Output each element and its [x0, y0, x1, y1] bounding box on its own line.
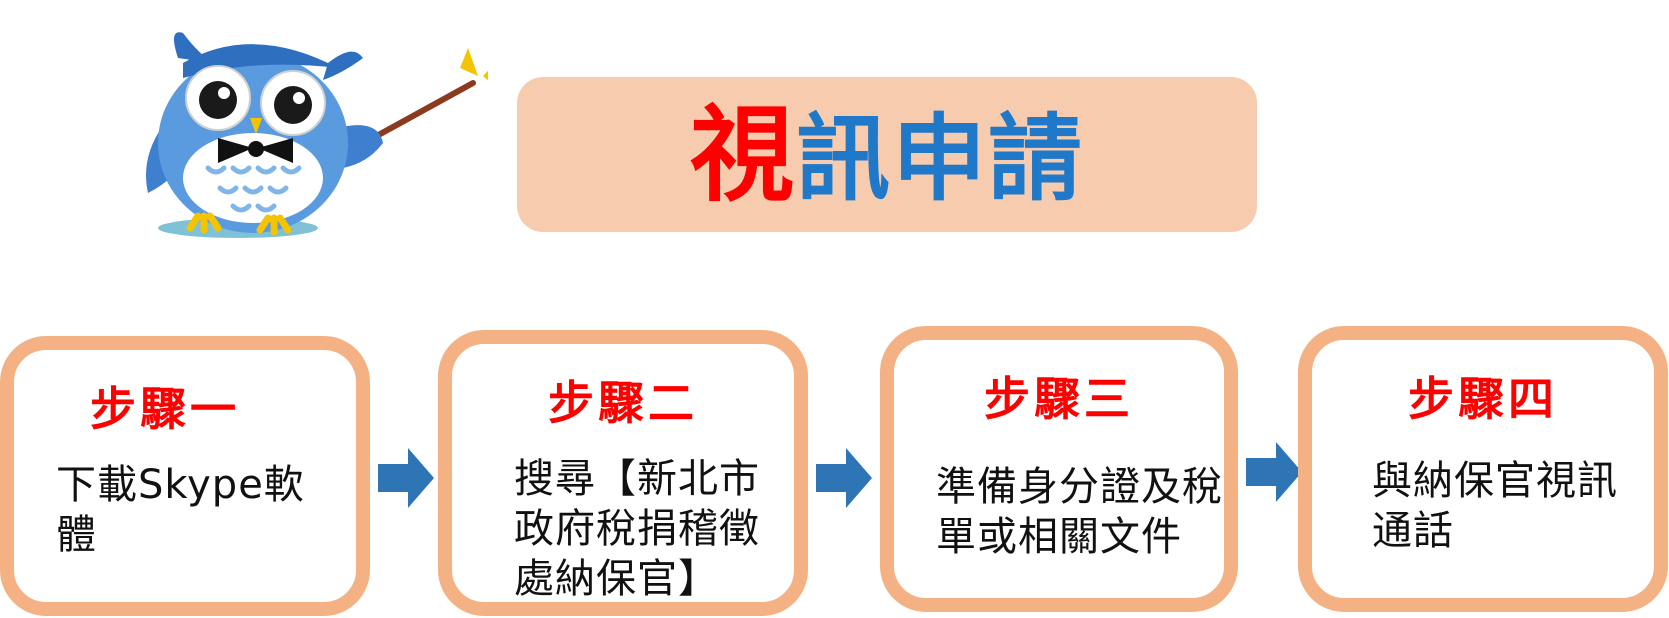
- owl-mascot-icon: [146, 32, 488, 238]
- step-description: 搜尋【新北市 政府稅捐稽徵 處納保官】: [514, 454, 760, 604]
- step-box-3: 步驟三 準備身分證及稅 單或相關文件: [880, 326, 1238, 612]
- step-title: 步驟一: [90, 382, 240, 436]
- step-description: 準備身分證及稅 單或相關文件: [936, 462, 1223, 562]
- title-accent-char: 視: [689, 93, 796, 216]
- step-title: 步驟四: [1408, 372, 1558, 426]
- arrow-right-icon: [378, 448, 434, 508]
- step-description: 下載Skype軟 體: [56, 460, 305, 560]
- step-box-1: 步驟一 下載Skype軟 體: [0, 336, 370, 616]
- step-line: 準備身分證及稅: [936, 464, 1223, 510]
- step-line: 搜尋【新北市: [514, 456, 760, 502]
- step-title: 步驟二: [548, 376, 698, 430]
- page-title: 視訊申請: [690, 103, 1084, 207]
- arrow-right-icon: [1246, 442, 1302, 502]
- step-title: 步驟三: [984, 372, 1134, 426]
- step-description: 與納保官視訊 通話: [1372, 456, 1618, 556]
- step-line: 處納保官】: [514, 556, 719, 602]
- step-line: 通話: [1372, 508, 1454, 554]
- step-line: 單或相關文件: [936, 514, 1182, 560]
- arrow-right-icon: [816, 448, 872, 508]
- step-box-4: 步驟四 與納保官視訊 通話: [1298, 326, 1668, 612]
- step-box-2: 步驟二 搜尋【新北市 政府稅捐稽徵 處納保官】: [438, 330, 808, 616]
- step-line: 與納保官視訊: [1372, 458, 1618, 504]
- title-rest-text: 訊申請: [796, 104, 1085, 214]
- title-banner: 視訊申請: [517, 77, 1257, 232]
- step-line: 下載Skype軟: [56, 462, 305, 508]
- step-line: 政府稅捐稽徵: [514, 506, 760, 552]
- step-line: 體: [56, 512, 97, 558]
